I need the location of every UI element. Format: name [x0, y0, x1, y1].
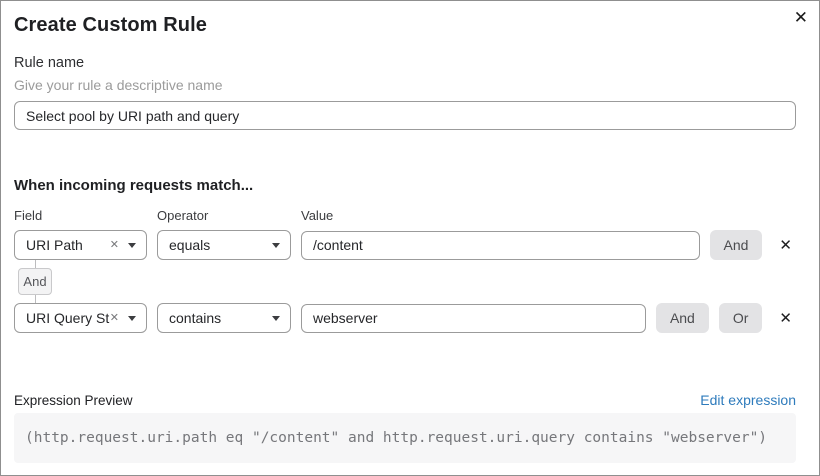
or-button-row2[interactable]: Or: [718, 303, 763, 333]
operator-select-row2[interactable]: contains: [157, 303, 291, 333]
operator-select-row2-value: contains: [169, 310, 222, 326]
condition-row-1: URI Path ✕ equals And ✕: [14, 230, 796, 260]
and-connector-badge[interactable]: And: [18, 268, 52, 295]
condition-column-headers: Field Operator Value: [14, 208, 796, 224]
condition-row-2: URI Query St... ✕ contains And Or ✕: [14, 303, 796, 333]
field-select-row1-value: URI Path: [26, 237, 83, 253]
and-connector: And: [18, 260, 52, 303]
operator-column-label: Operator: [157, 208, 209, 223]
connector-line: [34, 295, 36, 303]
value-column-label: Value: [301, 208, 334, 223]
field-select-row2[interactable]: URI Query St... ✕: [14, 303, 147, 333]
value-input-row2[interactable]: [301, 303, 646, 333]
rule-name-label: Rule name: [14, 55, 85, 71]
value-input-row1[interactable]: [301, 230, 700, 260]
delete-row2-icon[interactable]: ✕: [779, 309, 792, 327]
field-select-row2-value: URI Query St...: [26, 310, 110, 326]
rule-name-helper-text: Give your rule a descriptive name: [14, 77, 223, 93]
edit-expression-link[interactable]: Edit expression: [700, 392, 796, 408]
chevron-down-icon: [272, 315, 280, 321]
delete-row1-icon[interactable]: ✕: [779, 236, 792, 254]
clear-field-icon[interactable]: ✕: [109, 311, 119, 324]
chevron-down-icon: [128, 242, 136, 248]
connector-line: [34, 260, 36, 268]
chevron-down-icon: [128, 315, 136, 321]
expression-code-preview: (http.request.uri.path eq "/content" and…: [14, 413, 796, 463]
modal-title: Create Custom Rule: [14, 14, 207, 36]
and-button-row2[interactable]: And: [655, 303, 709, 333]
close-icon[interactable]: ✕: [793, 8, 808, 27]
clear-field-icon[interactable]: ✕: [109, 238, 119, 251]
and-button-row1[interactable]: And: [709, 230, 763, 260]
match-heading: When incoming requests match...: [14, 177, 254, 194]
chevron-down-icon: [272, 242, 280, 248]
field-select-row1[interactable]: URI Path ✕: [14, 230, 147, 260]
rule-name-input[interactable]: [14, 101, 796, 130]
operator-select-row1-value: equals: [169, 237, 211, 253]
operator-select-row1[interactable]: equals: [157, 230, 291, 260]
expression-preview-header: Expression Preview Edit expression: [14, 392, 796, 409]
expression-preview-label: Expression Preview: [14, 393, 133, 408]
field-column-label: Field: [14, 208, 43, 223]
